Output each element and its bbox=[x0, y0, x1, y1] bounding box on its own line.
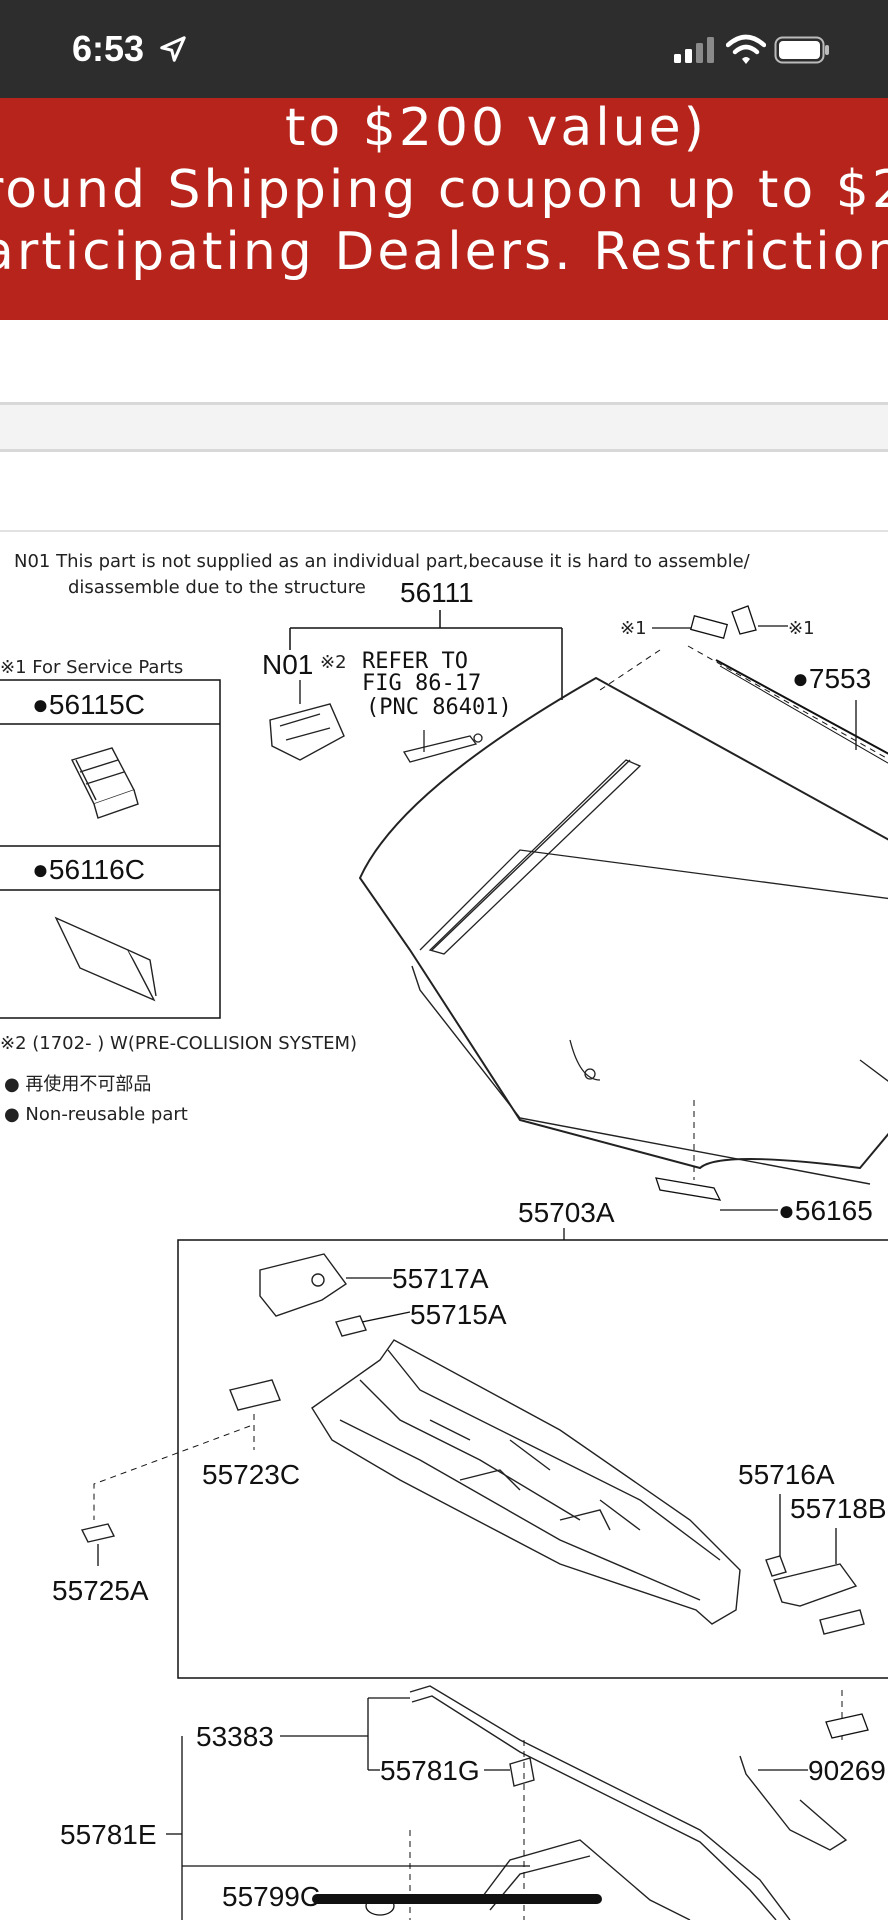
label-56165: ●56165 bbox=[778, 1195, 873, 1226]
label-56111: 56111 bbox=[400, 577, 474, 608]
bracket-n01-drawing bbox=[269, 680, 345, 761]
wifi-icon bbox=[726, 34, 766, 64]
legend-japanese: ● 再使用不可部品 bbox=[4, 1074, 151, 1095]
label-56115c: ●56115C bbox=[32, 689, 145, 720]
windshield-glass-drawing bbox=[358, 676, 888, 1185]
label-55781g: 55781G bbox=[380, 1755, 480, 1786]
battery-icon bbox=[774, 36, 829, 64]
note-pre-collision: ※2 (1702- ) W(PRE-COLLISION SYSTEM) bbox=[0, 1033, 357, 1054]
label-75533: ●7553 bbox=[792, 663, 871, 694]
parts-diagram: N01 This part is not supplied as an indi… bbox=[0, 551, 888, 1920]
signal-icon bbox=[674, 37, 714, 63]
cowl-panel-box bbox=[177, 1239, 888, 1679]
status-bar: 6:53 bbox=[0, 0, 888, 98]
label-pnc: (PNC 86401) bbox=[366, 695, 512, 720]
search-bar[interactable] bbox=[0, 402, 888, 452]
cowl-seal-drawing bbox=[409, 1685, 848, 1920]
service-parts-title: ※1 For Service Parts bbox=[0, 657, 183, 678]
legend-non-reusable: ● Non-reusable part bbox=[4, 1104, 188, 1125]
note-n01-line-1: N01 This part is not supplied as an indi… bbox=[14, 551, 751, 572]
label-53383: 53383 bbox=[196, 1721, 274, 1752]
promo-banner[interactable]: to $200 value) round Shipping coupon up … bbox=[0, 98, 888, 320]
label-55716a: 55716A bbox=[738, 1459, 835, 1490]
status-time: 6:53 bbox=[72, 28, 145, 69]
label-n01: N01 bbox=[262, 649, 313, 680]
label-90269: 90269 bbox=[808, 1755, 886, 1786]
promo-banner-line-1: to $200 value) bbox=[285, 98, 707, 158]
promo-banner-line-2: round Shipping coupon up to $20 bbox=[0, 160, 888, 220]
home-indicator[interactable] bbox=[312, 1894, 602, 1904]
label-55725a: 55725A bbox=[52, 1575, 149, 1606]
note-n01-line-2: disassemble due to the structure bbox=[68, 577, 366, 598]
label-mark1-right: ※1 bbox=[788, 618, 815, 639]
label-55799c: 55799C bbox=[222, 1881, 320, 1912]
label-55703a: 55703A bbox=[518, 1197, 615, 1228]
label-55723c: 55723C bbox=[202, 1459, 300, 1490]
label-fig: FIG 86-17 bbox=[362, 671, 481, 696]
label-55781e: 55781E bbox=[60, 1819, 157, 1850]
sensor-bracket-drawing bbox=[402, 730, 483, 763]
service-parts-box bbox=[0, 679, 221, 1019]
label-ref-mark: ※2 bbox=[320, 652, 347, 673]
label-55715a: 55715A bbox=[410, 1299, 507, 1330]
label-mark1-left: ※1 bbox=[620, 618, 647, 639]
clip-56116c-drawing bbox=[54, 916, 157, 1002]
label-55717a: 55717A bbox=[392, 1263, 489, 1294]
label-56116c: ●56116C bbox=[32, 854, 145, 885]
label-55718b: 55718B bbox=[790, 1493, 887, 1524]
promo-banner-line-3: articipating Dealers. Restrictions N bbox=[0, 222, 888, 282]
location-arrow-icon bbox=[160, 36, 186, 62]
label-refer-to: REFER TO bbox=[362, 649, 468, 674]
cowl-panel-drawing bbox=[80, 1253, 865, 1635]
section-divider bbox=[0, 530, 888, 532]
clip-56115c-drawing bbox=[71, 747, 139, 819]
